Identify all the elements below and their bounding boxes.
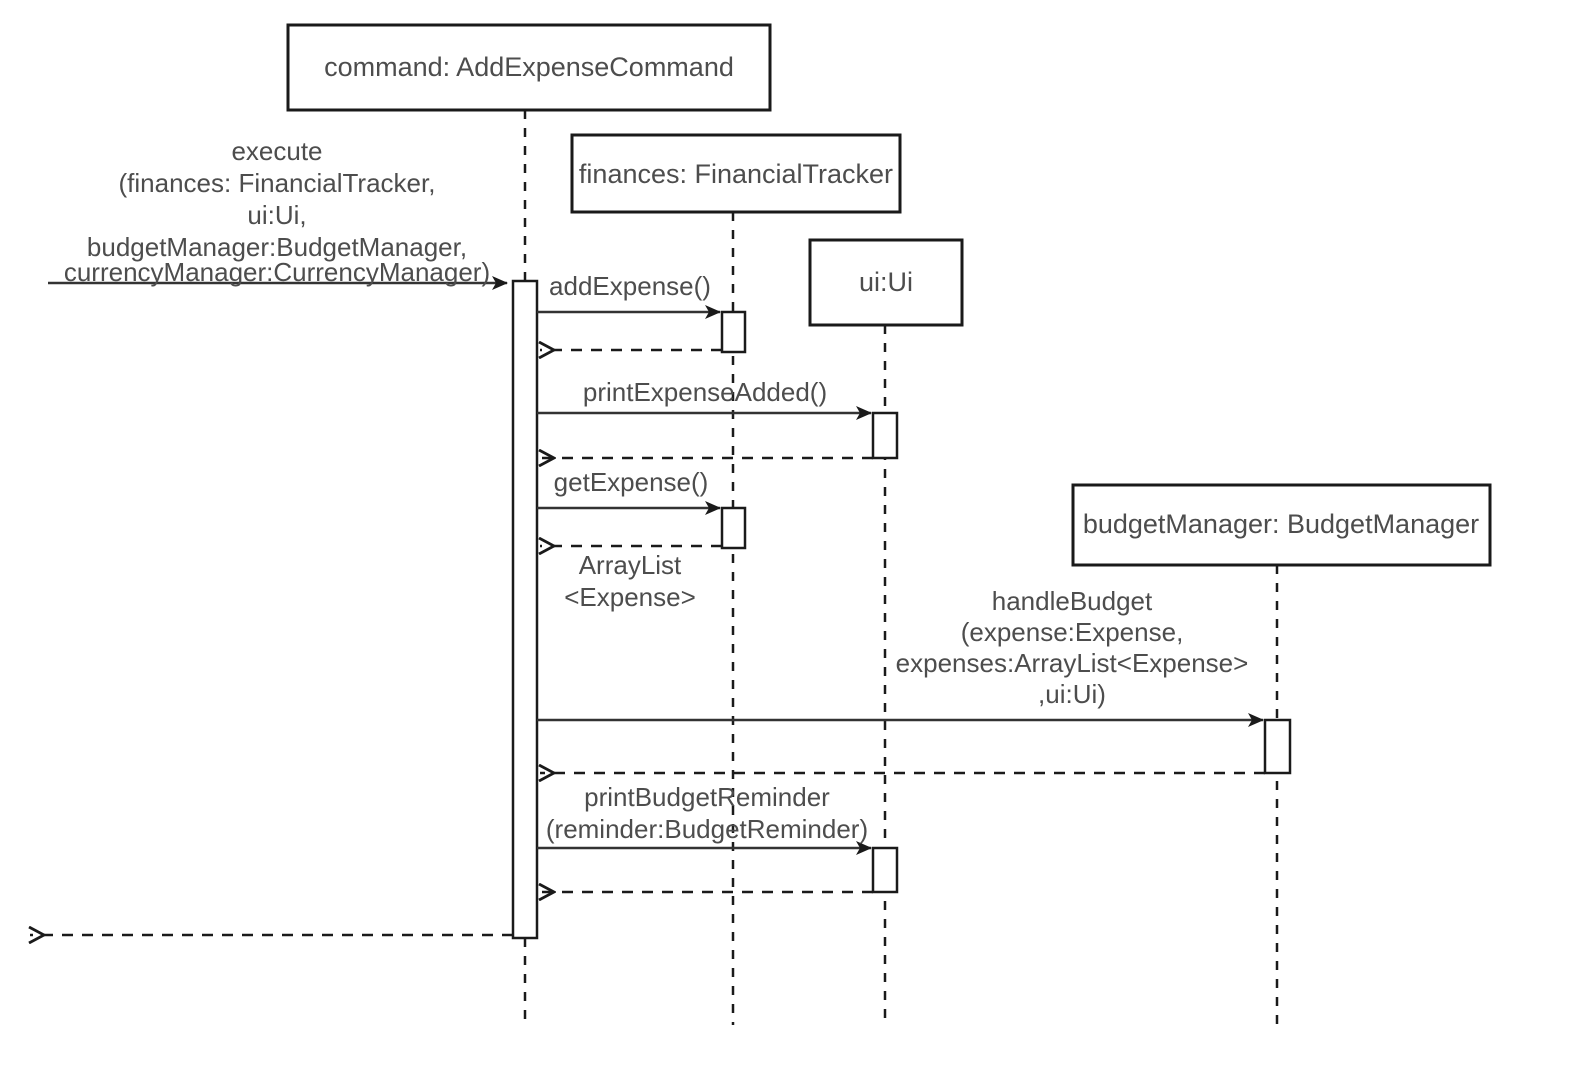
participant-box-finances[interactable] xyxy=(570,133,902,214)
participant-ui[interactable]: ui:Ui xyxy=(808,238,964,327)
activation-bar-finances-getexpense xyxy=(720,506,747,550)
message-label-execute-line-4: budgetManager:BudgetManager, xyxy=(87,232,467,262)
activation-bar-finances-addexpense xyxy=(720,310,747,354)
message-label-handlebudget-line-4: ,ui:Ui) xyxy=(1038,679,1106,709)
message-printexpenseadded[interactable]: printExpenseAdded() xyxy=(537,377,872,420)
activation-bar-budgetmanager-handlebudget xyxy=(1263,718,1292,775)
message-execute[interactable]: execute (finances: FinancialTracker, ui:… xyxy=(48,136,508,290)
message-label-getexpense: getExpense() xyxy=(554,467,709,497)
activation-bar-command xyxy=(511,279,539,940)
participant-box-ui[interactable] xyxy=(808,238,964,327)
message-addexpense[interactable]: addExpense() xyxy=(537,271,721,319)
participant-box-command[interactable] xyxy=(286,23,772,112)
message-label-return-getexpense-line-1: ArrayList xyxy=(579,550,682,580)
participant-label-ui: ui:Ui xyxy=(859,267,913,297)
message-printbudgetreminder[interactable]: printBudgetReminder (reminder:BudgetRemi… xyxy=(537,782,872,855)
message-label-addexpense: addExpense() xyxy=(549,271,711,301)
message-label-handlebudget-line-2: (expense:Expense, xyxy=(961,617,1184,647)
message-label-execute-line-2: (finances: FinancialTracker, xyxy=(119,168,436,198)
message-label-printbudgetreminder-line-1: printBudgetReminder xyxy=(584,782,830,812)
message-label-execute-line-3: ui:Ui, xyxy=(247,200,306,230)
activation-bar-ui-printbudgetreminder xyxy=(871,846,899,894)
message-return-getexpense[interactable]: ArrayList <Expense> xyxy=(540,546,722,612)
message-label-printbudgetreminder-line-2: (reminder:BudgetReminder) xyxy=(546,814,868,844)
participant-budgetmanager[interactable]: budgetManager: BudgetManager xyxy=(1071,483,1492,567)
activation-bar-ui-printexpenseadded xyxy=(871,411,899,460)
activation-bars-group xyxy=(511,279,1292,940)
participant-label-budgetmanager: budgetManager: BudgetManager xyxy=(1083,509,1479,539)
message-label-execute-line-5: currencyManager:CurrencyManager) xyxy=(64,257,490,287)
message-label-handlebudget-line-3: expenses:ArrayList<Expense> xyxy=(896,648,1249,678)
message-label-return-getexpense-line-2: <Expense> xyxy=(564,582,696,612)
message-label-execute-line-1: execute xyxy=(231,136,322,166)
message-getexpense[interactable]: getExpense() xyxy=(537,467,721,515)
participant-box-budgetmanager[interactable] xyxy=(1071,483,1492,567)
participant-finances[interactable]: finances: FinancialTracker xyxy=(570,133,902,214)
participant-label-finances: finances: FinancialTracker xyxy=(579,159,893,189)
message-label-printexpenseadded: printExpenseAdded() xyxy=(583,377,827,407)
message-label-handlebudget-line-1: handleBudget xyxy=(992,586,1153,616)
message-handlebudget[interactable]: handleBudget (expense:Expense, expenses:… xyxy=(537,586,1264,727)
participant-label-command: command: AddExpenseCommand xyxy=(324,52,734,82)
participant-command[interactable]: command: AddExpenseCommand xyxy=(286,23,772,112)
